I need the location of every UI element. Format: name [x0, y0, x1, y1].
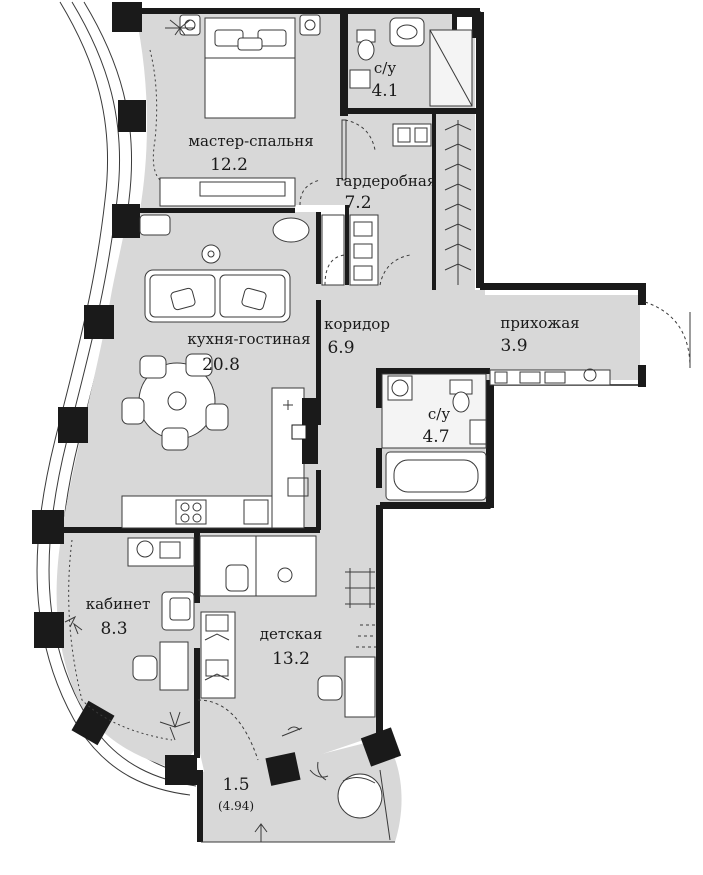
area-hallway: 3.9 — [500, 336, 527, 356]
label-master-bedroom: мастер-спальня — [188, 132, 313, 150]
area-bathroom-1: 4.1 — [371, 81, 398, 101]
bathroom-2-fixtures — [381, 373, 487, 501]
label-wardrobe: гардеробная — [336, 172, 437, 190]
label-living-kitchen: кухня-гостиная — [187, 330, 310, 348]
study-furniture — [64, 537, 195, 741]
wardrobe-fixtures — [299, 119, 472, 286]
area-corridor: 6.9 — [327, 338, 354, 358]
label-bathroom-1: с/у — [374, 59, 396, 77]
area-balcony: 1.5 — [222, 775, 249, 795]
bathroom-1-fixtures — [349, 17, 473, 107]
area-living-kitchen: 20.8 — [202, 355, 240, 375]
area-master-bedroom: 12.2 — [210, 155, 248, 175]
area-wardrobe: 7.2 — [344, 193, 371, 213]
area-balcony-full: (4.94) — [218, 799, 254, 813]
area-bathroom-2: 4.7 — [422, 427, 449, 447]
kids-room-furniture — [197, 535, 376, 761]
area-study: 8.3 — [100, 619, 127, 639]
living-kitchen-furniture — [121, 214, 318, 529]
label-hallway: прихожая — [500, 314, 579, 332]
hallway-fixtures — [324, 254, 691, 386]
room-labels: мастер-спальня 12.2 с/у 4.1 гардеробная … — [86, 59, 580, 813]
area-kids-room: 13.2 — [272, 649, 310, 669]
bedroom-furniture — [149, 14, 321, 207]
label-bathroom-2: с/у — [428, 405, 450, 423]
label-kids-room: детская — [260, 625, 323, 643]
label-study: кабинет — [86, 595, 151, 613]
balcony-furniture — [201, 761, 395, 843]
label-corridor: коридор — [324, 315, 390, 333]
walls — [32, 2, 646, 842]
